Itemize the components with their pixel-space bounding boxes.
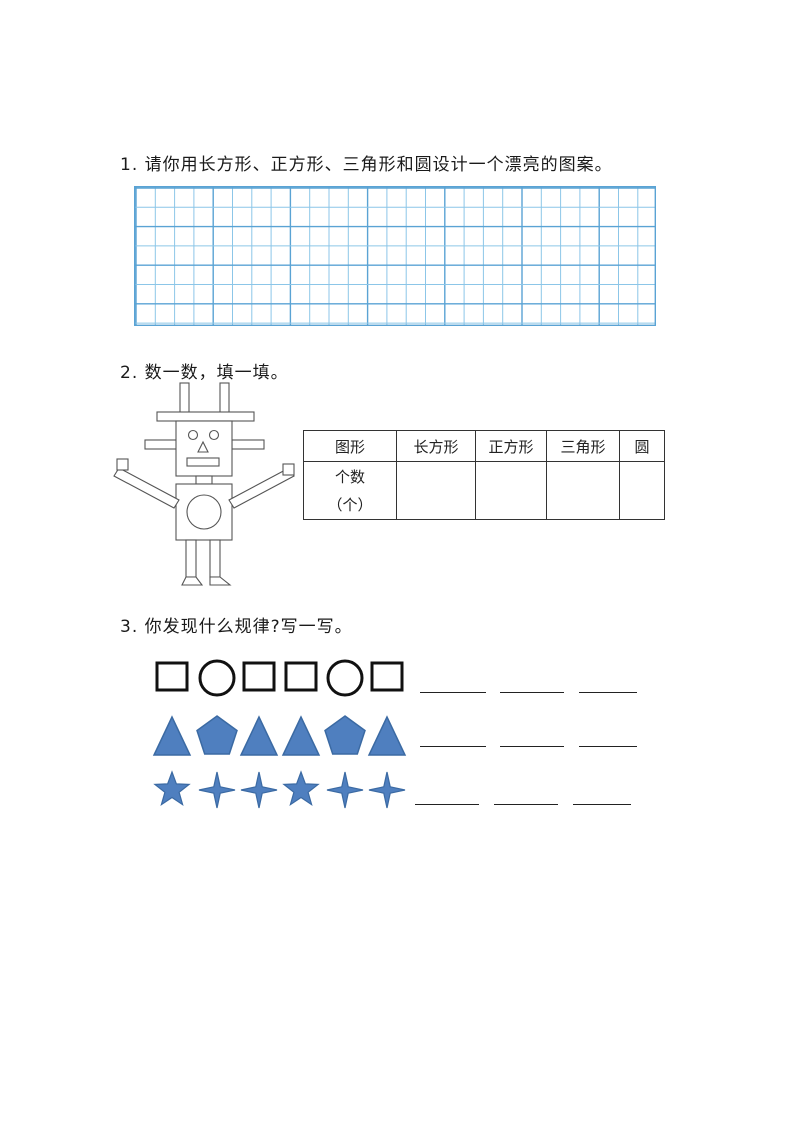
question-2-title: 2. 数一数，填一填。: [120, 363, 289, 383]
robot-head: [175, 420, 233, 477]
square-icon: [242, 661, 276, 692]
table-header-circle: 圆: [619, 430, 665, 462]
table-header-row: 图形 长方形 正方形 三角形 圆: [303, 430, 665, 462]
answer-blank[interactable]: [573, 804, 631, 805]
triangle-icon: [281, 715, 321, 756]
robot-foot-right: [209, 576, 232, 586]
pattern-shapes: [152, 659, 407, 809]
square-icon: [284, 661, 318, 692]
table-header-shape: 图形: [303, 430, 397, 462]
robot-mouth: [186, 457, 220, 467]
robot-leg-right: [209, 539, 221, 578]
answer-blank[interactable]: [579, 692, 637, 693]
robot-ear-left: [144, 439, 178, 450]
table-header-triangle: 三角形: [546, 430, 620, 462]
answer-cell-rectangle[interactable]: [396, 461, 476, 520]
circle-icon: [198, 659, 236, 697]
row-label-line1: 个数: [334, 467, 365, 486]
robot-arm-left: [113, 467, 180, 509]
triangle-icon: [367, 715, 407, 756]
answer-blank[interactable]: [579, 746, 637, 747]
answer-blank[interactable]: [420, 746, 486, 747]
star4-icon: [240, 771, 278, 809]
robot-hand-left: [116, 458, 129, 471]
row-label-line2: （个）: [327, 495, 373, 514]
robot-figure: [113, 382, 295, 586]
answer-blank[interactable]: [500, 692, 564, 693]
star4-icon: [198, 771, 236, 809]
robot-foot-left: [181, 576, 204, 586]
question-3-title: 3. 你发现什么规律?写一写。: [120, 617, 353, 637]
robot-ear-right: [231, 439, 265, 450]
grid-background: [134, 186, 656, 326]
robot-body: [175, 483, 233, 541]
question-1-title: 1. 请你用长方形、正方形、三角形和圆设计一个漂亮的图案。: [120, 155, 613, 175]
answer-blank[interactable]: [494, 804, 558, 805]
table-header-rectangle: 长方形: [396, 430, 476, 462]
answer-blank[interactable]: [420, 692, 486, 693]
star5-icon: [282, 770, 320, 807]
square-icon: [155, 661, 189, 692]
circle-icon: [326, 659, 364, 697]
count-table: 图形 长方形 正方形 三角形 圆 个数 （个）: [303, 430, 665, 520]
robot-body-circle: [186, 494, 222, 530]
robot-hat: [156, 411, 255, 422]
robot-nose: [197, 440, 209, 453]
square-icon: [370, 661, 404, 692]
triangle-icon: [239, 715, 279, 756]
robot-eye-left: [187, 429, 199, 441]
answer-cell-circle[interactable]: [619, 461, 665, 520]
table-row-label: 个数 （个）: [303, 461, 397, 520]
drawing-grid[interactable]: [134, 186, 656, 326]
grid-paper[interactable]: [134, 186, 656, 326]
pentagon-icon: [196, 715, 238, 755]
grid-border: [134, 186, 656, 326]
answer-blank[interactable]: [500, 746, 564, 747]
robot-leg-left: [185, 539, 197, 578]
robot-neck: [195, 475, 213, 485]
star4-icon: [326, 771, 364, 809]
table-header-square: 正方形: [475, 430, 547, 462]
triangle-icon: [152, 715, 192, 756]
answer-cell-triangle[interactable]: [546, 461, 620, 520]
answer-cell-square[interactable]: [475, 461, 547, 520]
robot-eye-right: [208, 429, 220, 441]
pentagon-icon: [324, 715, 366, 755]
table-count-row: 个数 （个）: [303, 461, 665, 520]
star5-icon: [153, 770, 191, 807]
robot-antenna-right: [219, 382, 230, 414]
star4-icon: [368, 771, 406, 809]
robot-antenna-left: [179, 382, 190, 414]
robot-hand-right: [282, 463, 295, 476]
answer-blank[interactable]: [415, 804, 479, 805]
